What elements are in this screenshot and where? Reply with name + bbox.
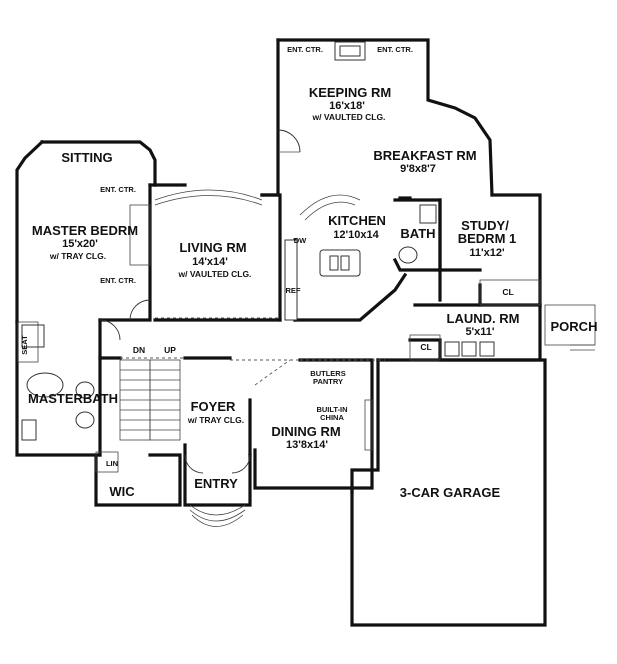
laundry-room-dims: 5'x11': [465, 326, 494, 338]
laundry-closet-label: CL: [420, 342, 431, 352]
seat-label: SEAT: [20, 335, 29, 355]
study-name: STUDY/: [461, 218, 509, 233]
dining-room-name: DINING RM: [271, 424, 340, 439]
kitchen-dims: 12'10x14: [333, 229, 379, 241]
room-labels: ENT. CTR. ENT. CTR. KEEPING RM 16'x18' w…: [20, 45, 597, 500]
foyer-note: w/ TRAY CLG.: [187, 415, 244, 425]
foyer-name: FOYER: [191, 399, 236, 414]
staircase: [119, 359, 181, 441]
dishwasher-label: DW: [294, 236, 307, 245]
china-label: BUILT-IN: [316, 405, 347, 414]
breakfast-room-name: BREAKFAST RM: [373, 148, 476, 163]
keeping-room-name: KEEPING RM: [309, 85, 391, 100]
breakfast-room-dims: 9'8x8'7: [400, 163, 436, 175]
detail-lines: [17, 41, 596, 600]
living-room-note: w/ VAULTED CLG.: [178, 269, 252, 279]
butlers-pantry-label: BUTLERS: [310, 369, 345, 378]
dining-room-dims: 13'8x14': [286, 439, 328, 451]
entry-label: ENTRY: [194, 476, 238, 491]
living-room-name: LIVING RM: [179, 240, 246, 255]
laundry-room-name: LAUND. RM: [447, 311, 520, 326]
ent-ctr-label: ENT. CTR.: [100, 185, 136, 194]
masterbath-label: MASTERBATH: [28, 391, 118, 406]
linen-label: LIN: [106, 459, 118, 468]
stair-down-label: DN: [133, 345, 145, 355]
ent-ctr-label: ENT. CTR.: [377, 45, 413, 54]
kitchen-name: KITCHEN: [328, 213, 386, 228]
stair-up-label: UP: [164, 345, 176, 355]
study-name-line2: BEDRM 1: [458, 231, 517, 246]
living-room-dims: 14'x14': [192, 256, 228, 268]
exterior-walls: [15, 38, 547, 627]
study-dims: 11'x12': [469, 247, 505, 259]
master-bedroom-dims: 15'x20': [62, 238, 98, 250]
sitting-label: SITTING: [61, 150, 112, 165]
china-label-line2: CHINA: [320, 413, 344, 422]
master-bedroom-note: w/ TRAY CLG.: [49, 251, 106, 261]
ent-ctr-label: ENT. CTR.: [287, 45, 323, 54]
garage-label: 3-CAR GARAGE: [400, 485, 501, 500]
master-bedroom-name: MASTER BEDRM: [32, 223, 138, 238]
porch-label: PORCH: [551, 319, 598, 334]
butlers-pantry-label-line2: PANTRY: [313, 377, 343, 386]
wic-label: WIC: [109, 484, 135, 499]
ent-ctr-label: ENT. CTR.: [100, 276, 136, 285]
keeping-room-dims: 16'x18': [329, 100, 365, 112]
keeping-room-note: w/ VAULTED CLG.: [312, 112, 386, 122]
study-closet-label: CL: [502, 287, 513, 297]
refrigerator-label: REF: [286, 286, 301, 295]
bath-label: BATH: [400, 226, 435, 241]
